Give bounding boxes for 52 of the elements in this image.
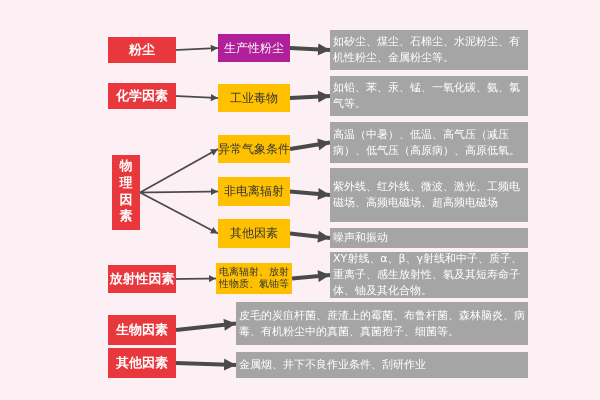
box-text: 化学因素 — [116, 88, 168, 105]
box-text: 电离辐射、放射性物质、氡铀等 — [218, 266, 290, 290]
subtype-box — [218, 34, 290, 62]
example-box — [330, 122, 528, 163]
arrow — [290, 188, 330, 200]
arrow — [176, 358, 236, 371]
arrow — [290, 90, 330, 103]
subtype-box — [218, 135, 290, 163]
box-text: 非电离辐射 — [224, 184, 284, 199]
example-box — [236, 352, 528, 378]
box-text: 如矽尘、煤尘、石棉尘、水泥粉尘、有机性粉尘、金属粉尘等。 — [333, 34, 521, 66]
box-text: 生产性粉尘 — [224, 40, 284, 56]
box-text: 物理因素 — [120, 158, 132, 226]
category-box — [108, 265, 176, 293]
arrow — [176, 94, 218, 102]
arrow — [176, 44, 218, 52]
box-text: 其他因素 — [230, 226, 278, 241]
category-box — [112, 155, 140, 230]
box-text: 皮毛的炭疽杆菌、蔗渣上的霉菌、布鲁杆菌、森林脑炎、病毒、有机粉尘中的真菌、真菌孢子、细菌等。 — [239, 308, 525, 340]
example-box — [330, 168, 528, 222]
arrow — [292, 270, 330, 282]
example-box — [330, 76, 528, 116]
box-text: 高温（中暑）、低温、高气压（减压病）、低气压（高原病）、高原低氧。 — [333, 126, 521, 158]
arrow — [176, 318, 236, 332]
box-text: 紫外线、红外线、微波、激光、工频电磁场、高频电磁场、超高频电磁场 — [333, 179, 521, 211]
box-text: 如铅、苯、汞、锰、一氧化碳、氨、氯气等。 — [333, 80, 521, 112]
category-box — [108, 37, 176, 63]
arrow — [176, 275, 216, 282]
category-box — [108, 348, 176, 378]
arrow — [140, 188, 218, 196]
category-box — [108, 83, 176, 109]
box-text: 放射性因素 — [110, 270, 174, 288]
subtype-box — [218, 84, 290, 112]
box-text: 工业毒物 — [230, 90, 278, 106]
subtype-box — [218, 219, 290, 248]
box-text: 其他因素 — [116, 354, 168, 372]
example-box — [330, 30, 528, 70]
arrow — [140, 148, 218, 194]
arrow — [290, 138, 330, 151]
box-text: XY射线、α、β、γ射线和中子、质子、重离子、感生放射性、氡及其短寿命子体、铀及其化合物。 — [333, 251, 524, 299]
category-box — [108, 315, 176, 345]
box-text: 粉尘 — [129, 42, 155, 59]
arrow — [290, 230, 330, 243]
example-box — [236, 302, 528, 345]
arrow — [140, 192, 218, 234]
subtype-box — [218, 177, 290, 206]
box-text: 噪声和振动 — [333, 230, 388, 246]
arrow — [290, 43, 330, 56]
box-text: 生物因素 — [116, 322, 168, 339]
example-box — [330, 228, 528, 248]
box-text: 异常气象条件 — [218, 142, 290, 156]
box-text: 金属烟、井下不良作业条件、刮研作业 — [239, 357, 426, 373]
